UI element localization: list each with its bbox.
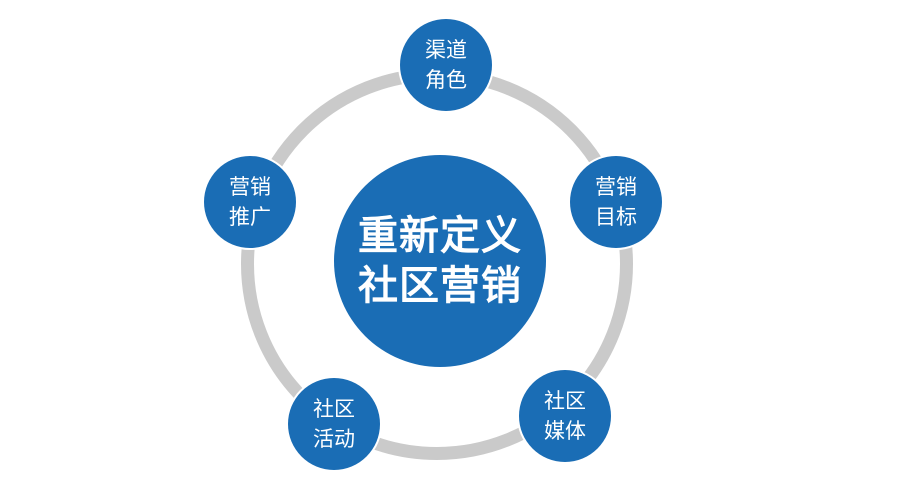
node-label-line2: 推广 [229, 205, 271, 229]
node-label-line1: 社区 [313, 397, 355, 421]
node-community-activity: 社区 活动 [288, 378, 380, 470]
node-label-line1: 社区 [544, 389, 586, 413]
center-hub: 重新定义 社区营销 [334, 155, 546, 367]
node-label-line2: 活动 [313, 427, 355, 451]
center-title-line1: 重新定义 [358, 212, 522, 259]
node-channel-role: 渠道 角色 [400, 19, 492, 111]
node-label-line2: 媒体 [544, 419, 586, 443]
node-community-media: 社区 媒体 [519, 370, 611, 462]
node-marketing-promotion: 营销 推广 [204, 156, 296, 248]
node-label-line1: 渠道 [425, 38, 467, 62]
node-label-line1: 营销 [595, 175, 637, 199]
center-title-line2: 社区营销 [358, 262, 522, 309]
node-label-line2: 目标 [595, 205, 637, 229]
node-label-line1: 营销 [229, 175, 271, 199]
node-marketing-goal: 营销 目标 [570, 156, 662, 248]
node-label-line2: 角色 [425, 68, 467, 92]
